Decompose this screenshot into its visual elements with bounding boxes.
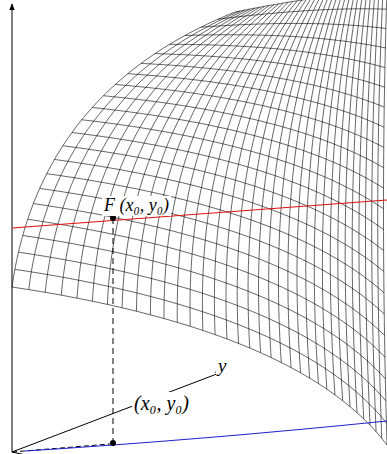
mesh-line: [201, 23, 386, 28]
base-point: [110, 440, 116, 446]
mesh-line: [170, 44, 385, 67]
function-value-label: F (x₀, y₀): [102, 196, 171, 216]
mesh-line: [61, 9, 250, 295]
vertical-dashed-line: [113, 218, 114, 443]
mesh-line: [107, 6, 264, 304]
mesh-line: [155, 54, 385, 88]
x-axis: [12, 452, 40, 454]
surface-point: [110, 215, 116, 221]
mesh-line: [92, 107, 383, 188]
y-axis: [12, 372, 222, 452]
mesh-line: [63, 146, 384, 251]
mesh-line: [28, 219, 385, 357]
mesh-line: [122, 6, 269, 308]
mesh-line: [185, 35, 385, 48]
surface-mesh: [12, 0, 387, 445]
mesh-line: [12, 12, 235, 287]
mesh-line: [150, 4, 278, 315]
base-curve: [25, 421, 387, 451]
mesh-line: [77, 8, 255, 298]
mesh-line: [384, 0, 387, 445]
mesh-line: [177, 2, 288, 322]
mesh-line: [190, 1, 293, 326]
mesh-line: [33, 204, 384, 336]
mesh-line: [15, 269, 387, 422]
mesh-line: [359, 0, 371, 419]
mesh-line: [54, 159, 383, 271]
mesh-line: [45, 10, 245, 292]
mesh-line: [235, 0, 387, 12]
surface-curve: [12, 200, 387, 228]
mesh-line: [141, 63, 384, 107]
axis-label: y: [216, 356, 228, 377]
mesh-line: [23, 235, 386, 378]
mesh-line: [128, 74, 384, 127]
mesh-line: [164, 3, 283, 318]
point-label: (x₀, y₀): [132, 392, 191, 414]
mesh-line: [136, 5, 274, 312]
mesh-line: [72, 132, 384, 229]
mesh-line: [103, 96, 383, 168]
mesh-line: [29, 11, 240, 290]
mesh-line: [115, 84, 383, 147]
